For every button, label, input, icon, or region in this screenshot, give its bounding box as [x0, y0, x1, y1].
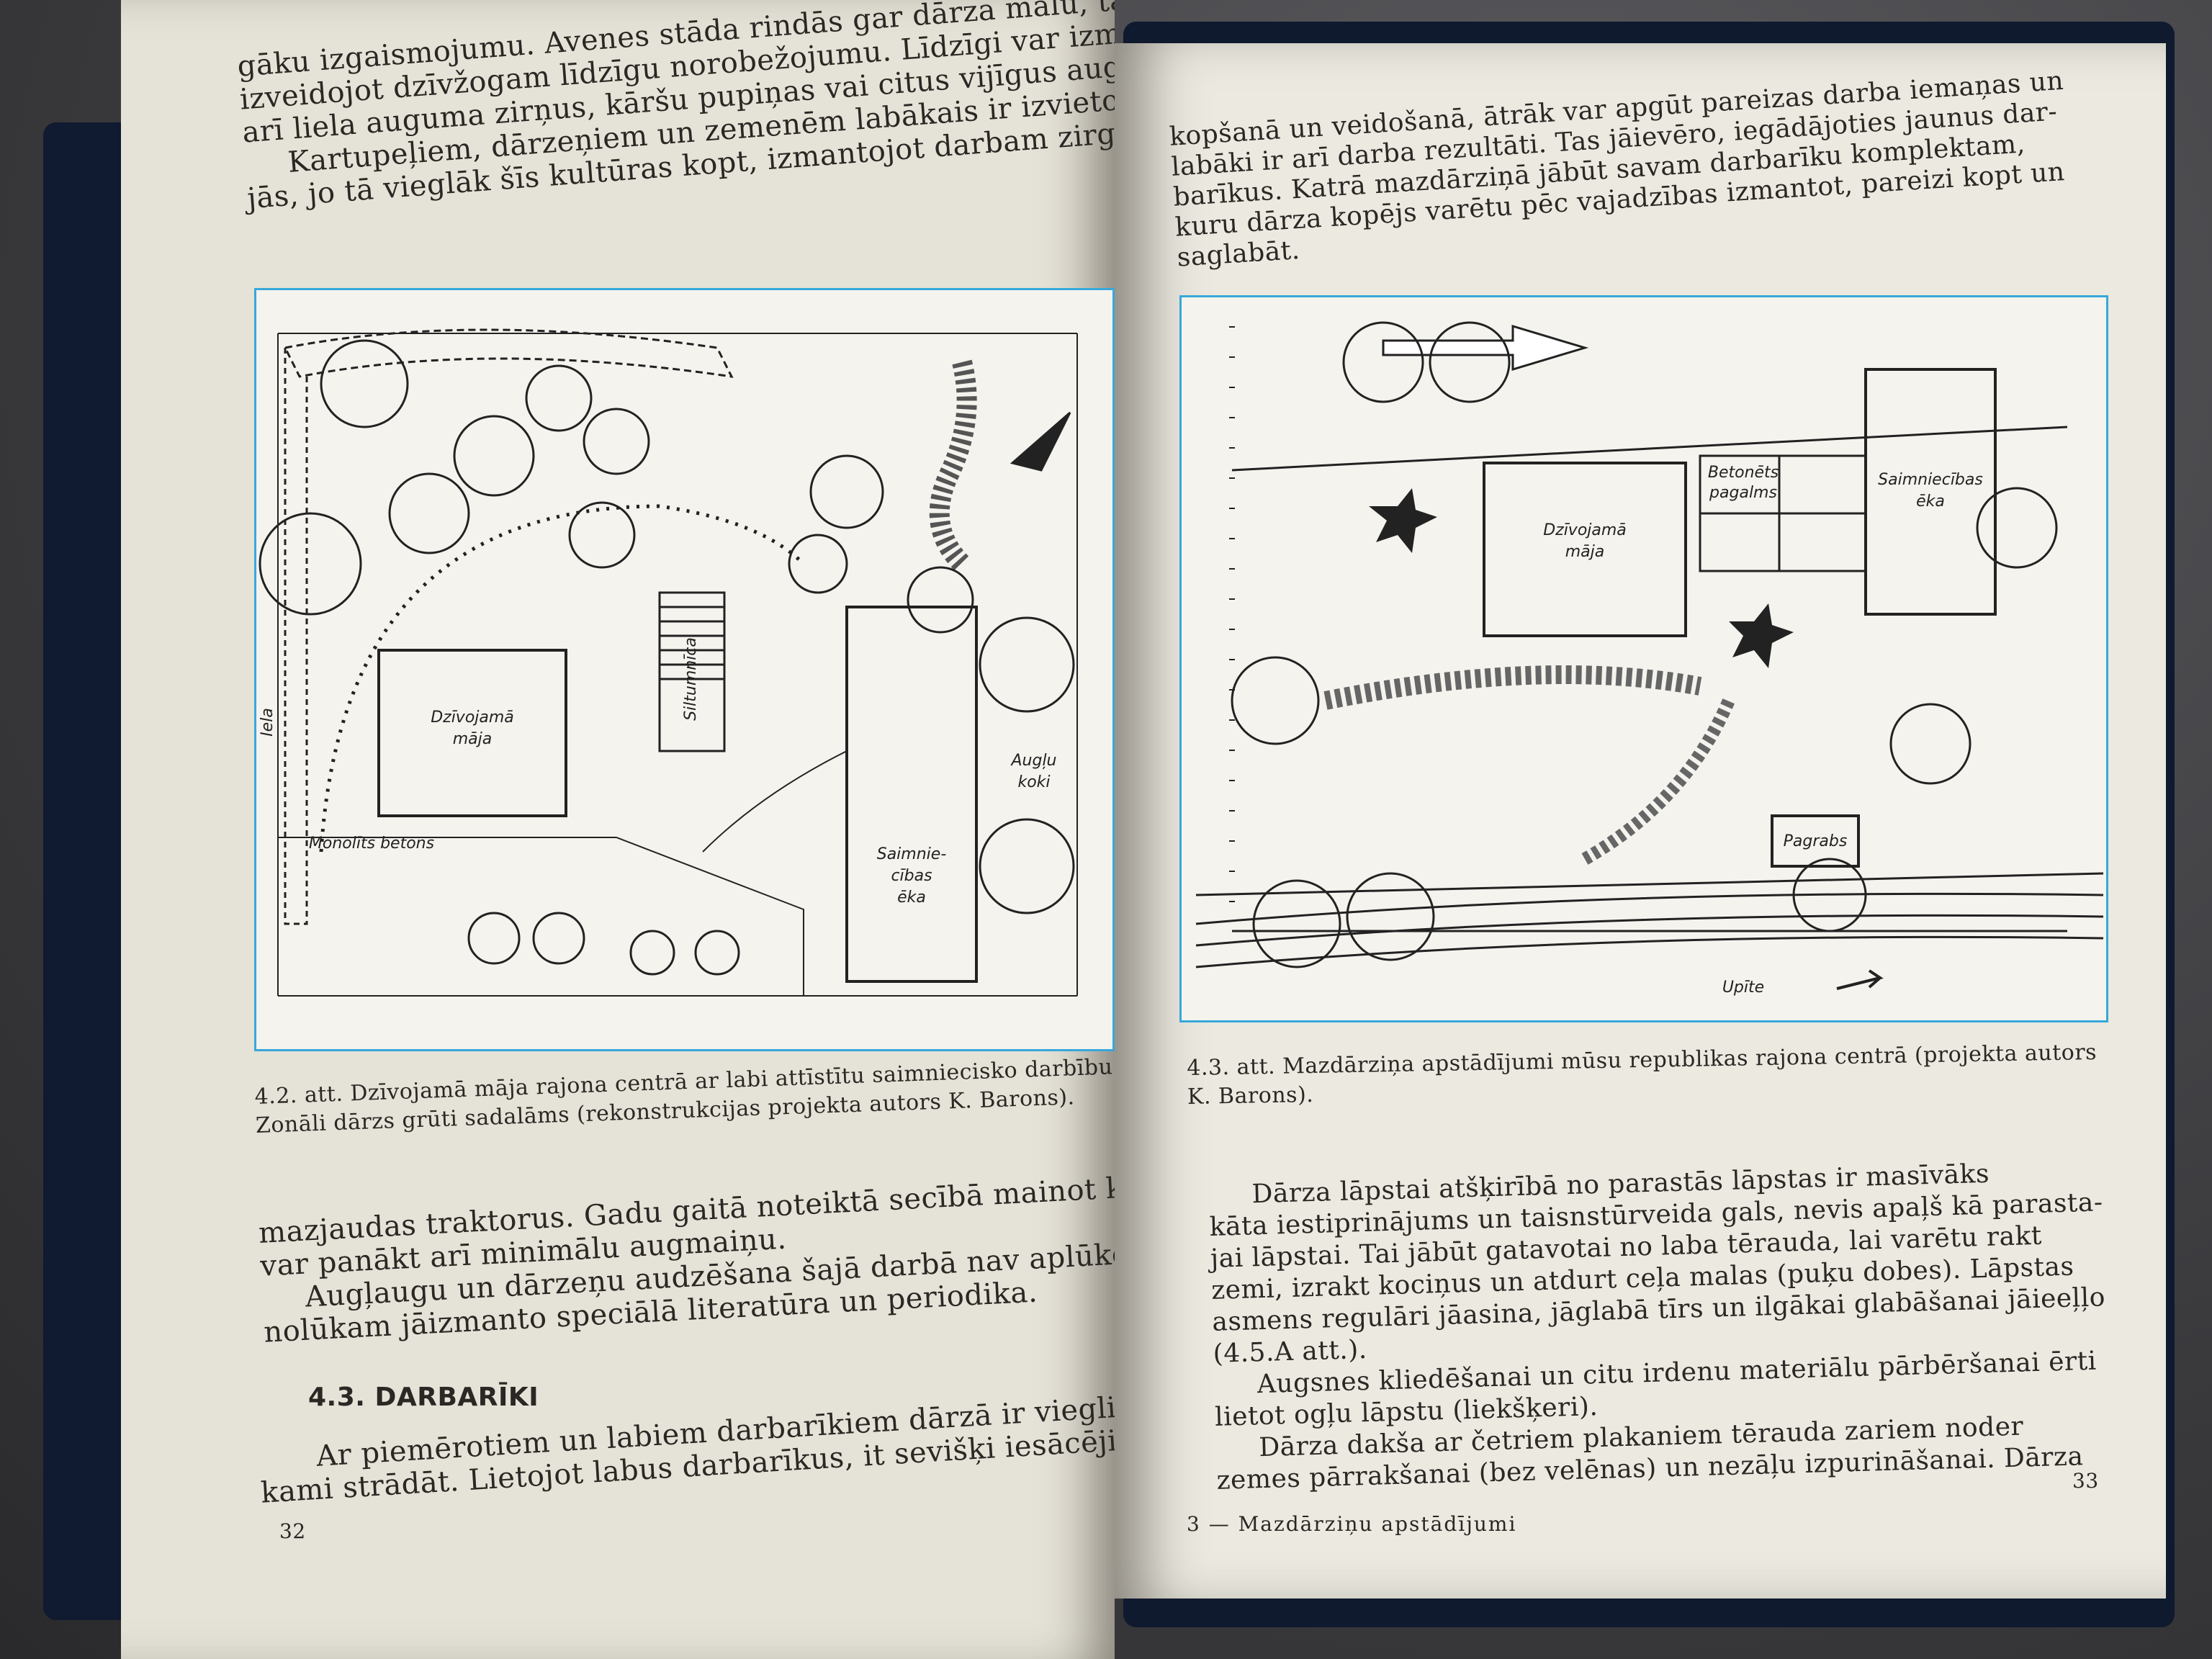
label-outbuilding-line2: ēka: [1916, 493, 1945, 511]
text-line: Augsnes kliedēšanai un citu irdenu mater…: [1256, 1346, 2098, 1400]
label-outbuilding-line2: cības: [891, 867, 932, 885]
label-yard-line2: pagalms: [1709, 484, 1777, 502]
figure-4-3: Dzīvojamā māja Betonēts pagalms Saimniec…: [1179, 295, 2108, 1022]
label-concrete: Monolīts betons: [309, 835, 434, 853]
text-line: (4.5.A att.).: [1213, 1334, 1368, 1369]
label-house-line1: Dzīvojamā: [431, 709, 514, 727]
page-number-left: 32: [279, 1519, 306, 1543]
label-street: Iela: [258, 708, 276, 737]
label-cellar: Pagrabs: [1784, 832, 1848, 850]
left-page: gāku izgaismojumu. Avenes stāda rindās g…: [121, 0, 1115, 1659]
garden-plan-4-3: Dzīvojamā māja Betonēts pagalms Saimniec…: [1195, 321, 2104, 997]
label-greenhouse: Siltumnīca: [682, 637, 700, 721]
label-outbuilding-line1: Saimnie-: [877, 845, 947, 863]
garden-plan-4-2: Dzīvojamā māja Siltumnīca Saimnie- cības…: [258, 328, 1078, 997]
caption-line: K. Barons).: [1187, 1082, 1314, 1110]
label-outbuilding-line1: Saimniecības: [1878, 471, 1983, 489]
label-house-line2: māja: [453, 730, 493, 748]
page-footer: 3 — Mazdārziņu apstādījumi: [1187, 1512, 1517, 1536]
caption-line: 4.3. att. Mazdārziņa apstādījumi mūsu re…: [1187, 1039, 2098, 1081]
page-number-right: 33: [2072, 1469, 2099, 1493]
label-fruit-trees-line2: koki: [1017, 773, 1050, 791]
label-fruit-trees-line1: Augļu: [1010, 752, 1056, 770]
label-house-line2: māja: [1565, 543, 1605, 561]
right-page: kopšanā un veidošanā, ātrāk var apgūt pa…: [1115, 43, 2166, 1599]
label-stream: Upīte: [1722, 979, 1764, 997]
label-house-line1: Dzīvojamā: [1543, 521, 1627, 539]
section-heading: 4.3. DARBARĪKI: [308, 1382, 539, 1412]
figure-4-2: Dzīvojamā māja Siltumnīca Saimnie- cības…: [254, 288, 1115, 1051]
label-outbuilding-line3: ēka: [897, 889, 926, 907]
label-yard-line1: Betonēts: [1708, 464, 1779, 482]
